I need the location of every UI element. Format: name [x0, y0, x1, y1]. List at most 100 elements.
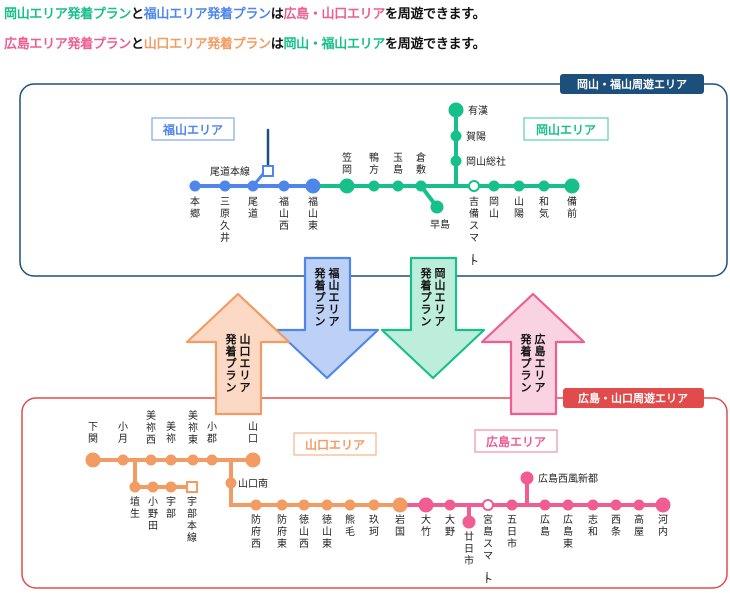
station-label-shiwa: 志和	[588, 513, 598, 538]
station-dot-onomichi	[247, 180, 259, 192]
station-dot-yamaguchi-minami	[225, 477, 237, 489]
station-dot-ogori2	[206, 454, 218, 466]
header-line-1: 岡山エリア発着プランと福山エリア発着プランは広島・山口エリアを周遊できます。	[4, 3, 486, 22]
hiroshima-yamaguchi-area-box	[21, 397, 728, 589]
hiroshima-plan-arrow	[480, 292, 586, 416]
station-label-takaya: 高屋	[634, 513, 644, 538]
station-label-hiroshima_higashi: 広島東	[563, 513, 573, 550]
station-label-mine_higashi: 美祢東	[188, 409, 198, 446]
okayama-area-label-box	[523, 117, 609, 141]
line1-segment: と	[131, 7, 144, 22]
station-dot-takaya	[633, 499, 645, 511]
station-dot-fukuyamanishi	[278, 180, 290, 192]
station-dot-hiroshima	[539, 499, 551, 511]
station-label-onoda: 小野田	[148, 496, 158, 532]
station-dot-tamashima	[392, 180, 404, 192]
station-label-tamashima: 玉島	[393, 153, 403, 176]
station-dot-mihara_kui	[219, 180, 231, 192]
station-dot-wake	[538, 180, 550, 192]
station-label-wake: 和気	[539, 196, 549, 220]
station-label-ube: 宇部	[166, 495, 176, 520]
station-label-hofu_nishi: 防府西	[251, 513, 261, 550]
station-label-yamaguchi: 山口	[248, 421, 258, 445]
station-dot-shiwa	[587, 499, 599, 511]
station-dot-kamogata	[368, 180, 380, 192]
station-dot-otake	[418, 497, 434, 513]
station-label-hayashima: 早島	[430, 218, 450, 231]
station-dot-kibi-smart	[468, 180, 480, 192]
station-label-hongo: 本郷	[190, 195, 200, 220]
station-label-bizen: 備前	[567, 195, 577, 220]
station-label-kamogata: 鴨方	[369, 151, 379, 176]
line1-segment: は	[270, 7, 284, 22]
station-dot-miyajima-smart	[482, 499, 494, 511]
station-label-kurashiki: 倉敷	[416, 151, 426, 176]
bottom-area-tag-text: 広島・山口周遊エリア	[578, 391, 688, 405]
station-dot-haniu	[129, 481, 141, 493]
station-dot-hayashima	[430, 200, 444, 214]
station-label-mine_nishi: 美祢西	[146, 409, 156, 446]
station-label-onomichi_line: 尾道本線	[210, 165, 250, 178]
station-label-miyajima_smart: 宮島スマート	[480, 513, 493, 586]
station-dot-kochi	[655, 497, 671, 513]
arrow-label-col: 広島エリア	[535, 332, 546, 394]
station-label-mine: 美祢	[166, 420, 176, 445]
arrow-label-col: 発着プラン	[225, 332, 238, 394]
station-dot-onoda	[147, 481, 159, 493]
station-dot-okayama-soja	[450, 155, 462, 167]
station-label-yamaguchi_minami: 山口南	[238, 477, 268, 490]
station-dot-iwakuni	[392, 497, 408, 513]
station-label-ube_honsen: 宇部本線	[187, 495, 197, 544]
station-label-fukuyamahigashi: 福山東	[308, 195, 318, 232]
station-dot-mine	[165, 454, 177, 466]
hiroshima-area-label: 広島エリア	[486, 434, 546, 449]
arrow-label-col: 福山エリア	[328, 266, 340, 328]
station-label-ariga: 有漢	[468, 104, 488, 117]
arrow-label-col: 発着プラン	[520, 332, 533, 394]
bottom-area-tag	[563, 388, 704, 408]
station-dot-hofu_nishi	[250, 499, 262, 511]
station-dot-ariga	[448, 102, 464, 118]
station-dot-tokuyama_higashi	[321, 499, 333, 511]
station-dot-yamaguchi	[245, 452, 261, 468]
fukuyama-plan-arrow	[274, 256, 380, 380]
station-dot-mine_higashi	[187, 454, 199, 466]
station-dot-saijo	[610, 499, 622, 511]
station-label-hiroshima_nishifu: 広島西風新都	[538, 472, 598, 485]
hiroshima-area-label-box	[474, 429, 558, 453]
station-dot-bizen	[564, 178, 580, 194]
arrow-label-col: 山口エリア	[240, 332, 251, 394]
station-label-itsukaichi: 五日市	[507, 515, 517, 550]
station-dot-okayama	[488, 180, 500, 192]
yamaguchi-area-label: 山口エリア	[305, 437, 365, 452]
station-dot-mine_nishi	[145, 454, 157, 466]
station-label-okayama_soja: 岡山総社	[466, 155, 506, 168]
line2-segment: は	[270, 37, 284, 52]
onomichi-line-junction	[262, 165, 274, 177]
arrow-label-hiroshima_plan: 広島エリア発着プラン	[520, 332, 546, 394]
arrow-label-fukuyama_plan: 福山エリア発着プラン	[314, 266, 340, 328]
line2-segment: を周遊できます。	[385, 37, 486, 52]
station-label-kaya: 賀陽	[466, 131, 486, 143]
station-dot-tokuyama_nishi	[298, 499, 310, 511]
station-label-fukuyamanishi: 福山西	[279, 195, 289, 232]
ube-honsen-junction	[186, 481, 198, 493]
header-line-2: 広島エリア発着プランと山口エリア発着プランは岡山・福山エリアを周遊できます。	[4, 33, 486, 52]
station-label-haniu: 埴生	[130, 495, 140, 520]
top-area-tag-text: 岡山・福山周遊エリア	[577, 77, 687, 91]
station-dot-kuga	[368, 499, 380, 511]
okayama-plan-arrow	[380, 256, 486, 380]
station-dot-itsukaichi	[506, 499, 518, 511]
station-dot-kumage	[344, 499, 356, 511]
sanyo-route-yamaguchi	[229, 458, 402, 507]
station-dot-hiroshima_higashi	[562, 499, 574, 511]
okayama-area-label: 岡山エリア	[536, 122, 596, 137]
arrow-label-okayama_plan: 岡山エリア発着プラン	[420, 266, 446, 328]
station-label-ono: 大野	[445, 513, 455, 538]
station-label-otake: 大竹	[421, 513, 431, 538]
station-dot-kaya	[450, 130, 462, 142]
station-label-kochi: 河内	[658, 514, 668, 538]
yamaguchi-area-label-box	[293, 432, 377, 456]
station-label-sanyo: 山陽	[514, 196, 524, 220]
line2-segment: 広島エリア発着プラン	[4, 37, 132, 52]
